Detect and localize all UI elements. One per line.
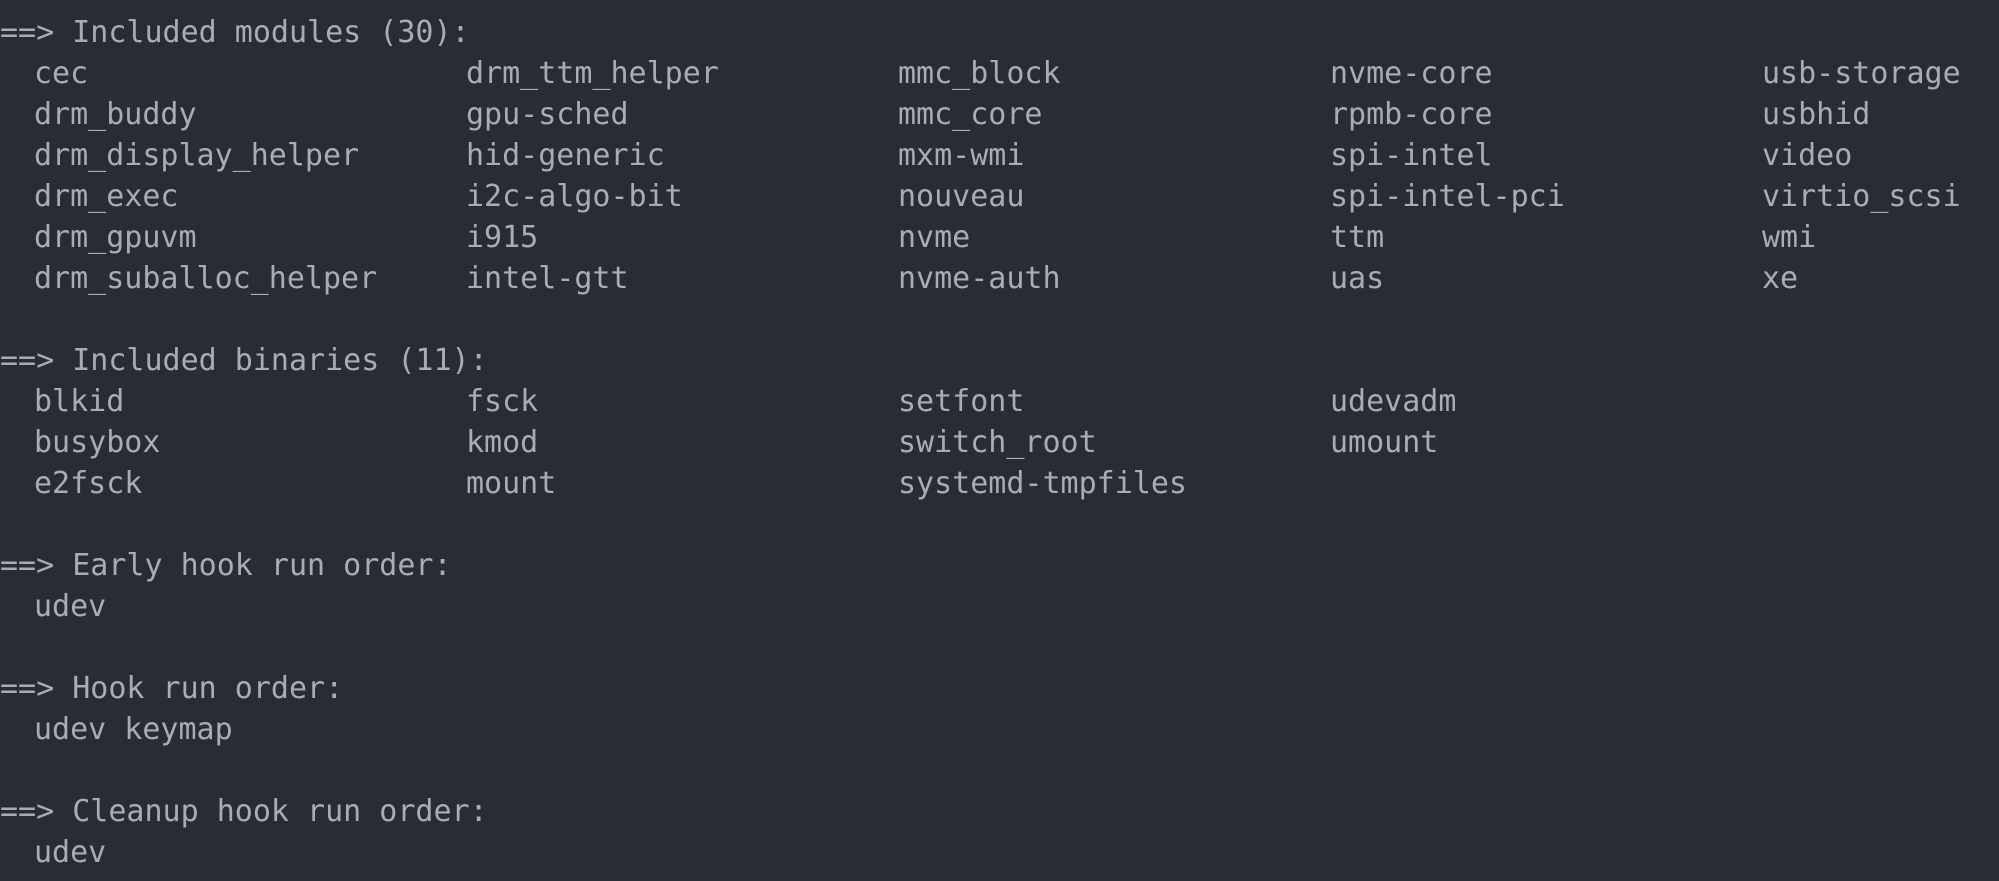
binary-item: systemd-tmpfiles bbox=[898, 466, 1187, 501]
cleanup-hooks-value: udev bbox=[34, 835, 107, 870]
modules-row: drm_exec i2c-algo-bit nouveau spi-intel-… bbox=[0, 176, 1999, 217]
binary-item: switch_root bbox=[898, 425, 1097, 460]
module-item: rpmb-core bbox=[1330, 97, 1493, 132]
binary-item: umount bbox=[1330, 425, 1439, 460]
module-item: mmc_block bbox=[898, 56, 1061, 91]
module-item: mmc_core bbox=[898, 97, 1043, 132]
module-item: mxm-wmi bbox=[898, 138, 1025, 173]
module-item: drm_ttm_helper bbox=[466, 56, 719, 91]
module-item: i915 bbox=[466, 220, 539, 255]
blank-line bbox=[0, 627, 1999, 668]
binaries-header: ==> Included binaries (11): bbox=[0, 343, 488, 378]
module-item: drm_gpuvm bbox=[34, 220, 197, 255]
module-item: xe bbox=[1762, 261, 1799, 296]
module-item: video bbox=[1762, 138, 1853, 173]
module-item: drm_suballoc_helper bbox=[34, 261, 378, 296]
module-item: virtio_scsi bbox=[1762, 179, 1961, 214]
module-item: hid-generic bbox=[466, 138, 665, 173]
module-item: drm_buddy bbox=[34, 97, 197, 132]
binaries-row: blkid fsck setfont udevadm bbox=[0, 381, 1999, 422]
hooks-header: ==> Hook run order: bbox=[0, 671, 344, 706]
binary-item: kmod bbox=[466, 425, 539, 460]
module-item: nvme-core bbox=[1330, 56, 1493, 91]
binary-item: fsck bbox=[466, 384, 539, 419]
early-hooks-header: ==> Early hook run order: bbox=[0, 548, 452, 583]
module-item: gpu-sched bbox=[466, 97, 629, 132]
module-item: intel-gtt bbox=[466, 261, 629, 296]
module-item: usbhid bbox=[1762, 97, 1871, 132]
early-hooks-value: udev bbox=[34, 589, 107, 624]
module-item: nvme bbox=[898, 220, 971, 255]
module-item: i2c-algo-bit bbox=[466, 179, 683, 214]
binaries-row: e2fsck mount systemd-tmpfiles bbox=[0, 463, 1999, 504]
binary-item: blkid bbox=[34, 384, 125, 419]
binary-item: udevadm bbox=[1330, 384, 1457, 419]
module-item: uas bbox=[1330, 261, 1385, 296]
binary-item: mount bbox=[466, 466, 557, 501]
modules-row: cec drm_ttm_helper mmc_block nvme-core u… bbox=[0, 53, 1999, 94]
module-item: cec bbox=[34, 56, 89, 91]
module-item: drm_display_helper bbox=[34, 138, 360, 173]
modules-header: ==> Included modules (30): bbox=[0, 15, 470, 50]
binary-item: setfont bbox=[898, 384, 1025, 419]
binaries-row: busybox kmod switch_root umount bbox=[0, 422, 1999, 463]
blank-line bbox=[0, 299, 1999, 340]
modules-row: drm_suballoc_helper intel-gtt nvme-auth … bbox=[0, 258, 1999, 299]
binary-item: busybox bbox=[34, 425, 161, 460]
blank-line bbox=[0, 750, 1999, 791]
module-item: drm_exec bbox=[34, 179, 179, 214]
modules-row: drm_gpuvm i915 nvme ttm wmi bbox=[0, 217, 1999, 258]
module-item: nouveau bbox=[898, 179, 1025, 214]
module-item: spi-intel bbox=[1330, 138, 1493, 173]
module-item: usb-storage bbox=[1762, 56, 1961, 91]
blank-line bbox=[0, 504, 1999, 545]
module-item: spi-intel-pci bbox=[1330, 179, 1565, 214]
modules-row: drm_display_helper hid-generic mxm-wmi s… bbox=[0, 135, 1999, 176]
module-item: wmi bbox=[1762, 220, 1817, 255]
modules-row: drm_buddy gpu-sched mmc_core rpmb-core u… bbox=[0, 94, 1999, 135]
module-item: nvme-auth bbox=[898, 261, 1061, 296]
hooks-value: udev keymap bbox=[34, 712, 233, 747]
binary-item: e2fsck bbox=[34, 466, 143, 501]
cleanup-hooks-header: ==> Cleanup hook run order: bbox=[0, 794, 488, 829]
module-item: ttm bbox=[1330, 220, 1385, 255]
